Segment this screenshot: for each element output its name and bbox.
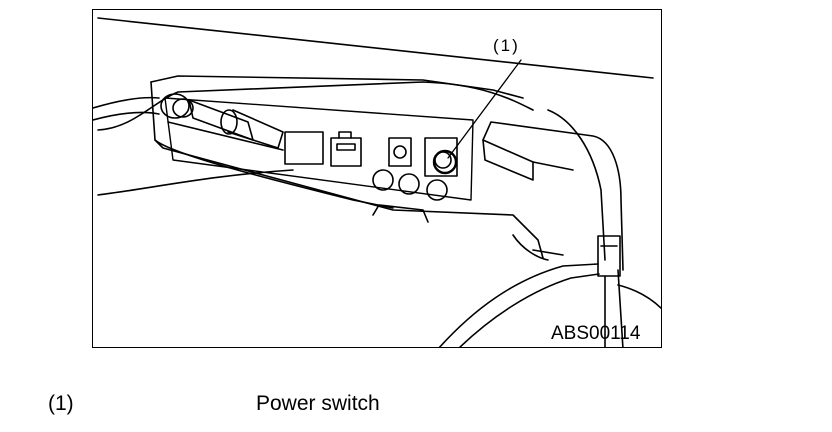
round-connector-icon [372, 169, 448, 201]
device-illustration [93, 17, 661, 347]
figure-id: ABS00114 [551, 323, 641, 344]
small-port-icon [388, 137, 412, 167]
cable-icon [93, 93, 284, 151]
power-switch-icon [424, 137, 458, 177]
modular-jack-icon [330, 131, 362, 167]
legend-number: (1) [48, 392, 74, 415]
callout-label: (1) [493, 36, 520, 55]
bracket-clamp-icon [482, 109, 624, 277]
connector-port-icon [284, 131, 324, 165]
legend-text: Power switch [256, 392, 380, 415]
diagram-frame: (1) ABS00114 [92, 9, 662, 348]
